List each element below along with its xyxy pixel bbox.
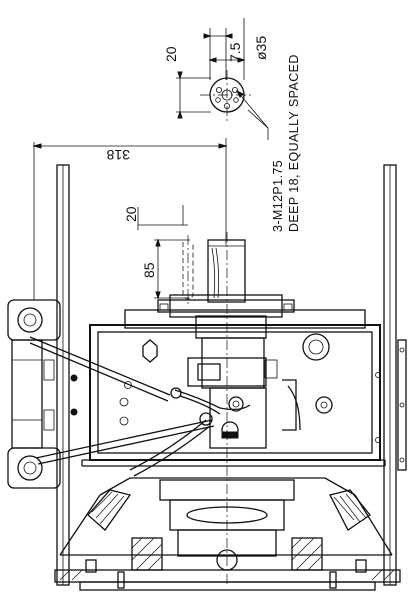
dim-318: 318: [106, 147, 130, 163]
gearbox-housing: [81, 309, 386, 467]
output-shaft: [169, 232, 283, 585]
dim-phi35: ø35: [253, 36, 269, 60]
dim-318-lines: [32, 138, 228, 300]
frame-rails: [56, 164, 407, 586]
note-thread: 3-M12P1.75: [271, 160, 285, 232]
keyway-dims: [137, 205, 194, 304]
note-depth: DEEP 18, EQUALLY SPACED: [287, 54, 301, 232]
dim-20-detail: 20: [163, 46, 179, 62]
lower-flange-housing: [54, 477, 401, 591]
upper-cover: [157, 299, 295, 313]
shaft-end-detail: [176, 18, 269, 140]
dim-7-5: 7.5: [227, 42, 243, 62]
left-actuator-assembly: [7, 299, 251, 489]
dim-20-keyway: 20: [123, 206, 139, 222]
dim-85: 85: [141, 262, 157, 278]
